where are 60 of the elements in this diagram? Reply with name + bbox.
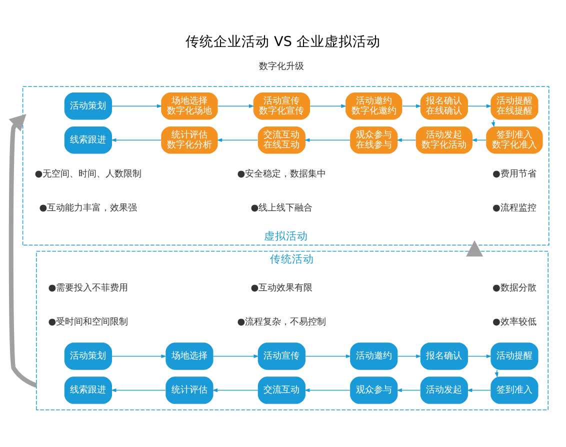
arrow <box>216 138 258 142</box>
label: ●数据分散 <box>492 283 536 294</box>
node-box: 交流互动 <box>258 376 306 404</box>
arrow <box>110 388 166 392</box>
label: ●互动能力丰富，效果强 <box>39 202 138 213</box>
node-box: 活动提醒 <box>490 342 538 370</box>
label: ●受时间和空间限制 <box>48 317 128 328</box>
arrow <box>472 138 486 142</box>
node-box: 线索跟进 <box>64 376 112 404</box>
arrow <box>8 114 38 388</box>
arrow <box>468 104 492 108</box>
diagram-title: 传统企业活动 VS 企业虚拟活动 <box>186 33 380 50</box>
label: ●流程监控 <box>492 202 536 213</box>
arrow <box>218 104 254 108</box>
node-box: 场地选择 <box>166 342 214 370</box>
node-box: 活动策划 <box>64 342 112 370</box>
arrow <box>212 354 259 358</box>
node-box: 签到准入 数字化准入 <box>486 126 543 154</box>
node-box: 报名确认 在线确认 <box>420 92 468 120</box>
node-box: 场地选择 数字化场地 <box>161 92 218 120</box>
arrow <box>110 138 162 142</box>
node-box: 统计评估 <box>166 376 214 404</box>
node-box: 活动提醒 在线提醒 <box>490 92 538 120</box>
arrow <box>402 104 422 108</box>
node-box: 活动发起 <box>420 376 468 404</box>
label: 数字化升级 <box>259 62 304 72</box>
arrow <box>112 354 166 358</box>
label: ●效率较低 <box>492 317 536 328</box>
node-box: 活动邀约 <box>350 342 398 370</box>
node-box: 统计评估 数字化分析 <box>161 126 218 154</box>
arrow <box>305 354 352 358</box>
node-box: 签到准入 <box>490 376 538 404</box>
arrow <box>397 354 422 358</box>
label: ●需要投入不菲费用 <box>48 283 128 294</box>
label: ●费用节省 <box>492 168 536 179</box>
label: ●流程复杂，不易控制 <box>237 317 326 328</box>
arrow <box>468 354 492 358</box>
node-box: 线索跟进 <box>64 126 112 154</box>
label: ●互动效果有限 <box>250 283 313 294</box>
node-box: 活动宣传 <box>258 342 306 370</box>
arrow <box>466 240 484 256</box>
arrow <box>310 104 346 108</box>
label: ●安全稳定，数据集中 <box>237 168 326 179</box>
node-box: 活动策划 <box>64 92 112 120</box>
label: ●无空间、时间、人数限制 <box>34 168 142 179</box>
arrow <box>304 388 350 392</box>
arrow <box>212 388 258 392</box>
arrow <box>304 138 350 142</box>
label: ●线上线下融合 <box>250 202 313 213</box>
node-box: 观众参与 <box>350 376 398 404</box>
node-box: 报名确认 <box>420 342 468 370</box>
arrow <box>396 138 416 142</box>
node-box: 活动发起 数字化活动 <box>416 126 473 154</box>
arrow <box>466 388 491 392</box>
arrow <box>112 104 162 108</box>
node-box: 交流互动 在线互动 <box>258 126 306 154</box>
node-box: 观众参与 在线参与 <box>350 126 398 154</box>
arrow <box>396 388 421 392</box>
node-box: 活动宣传 数字化宣传 <box>253 92 310 120</box>
node-box: 活动邀约 数字化邀约 <box>346 92 402 120</box>
